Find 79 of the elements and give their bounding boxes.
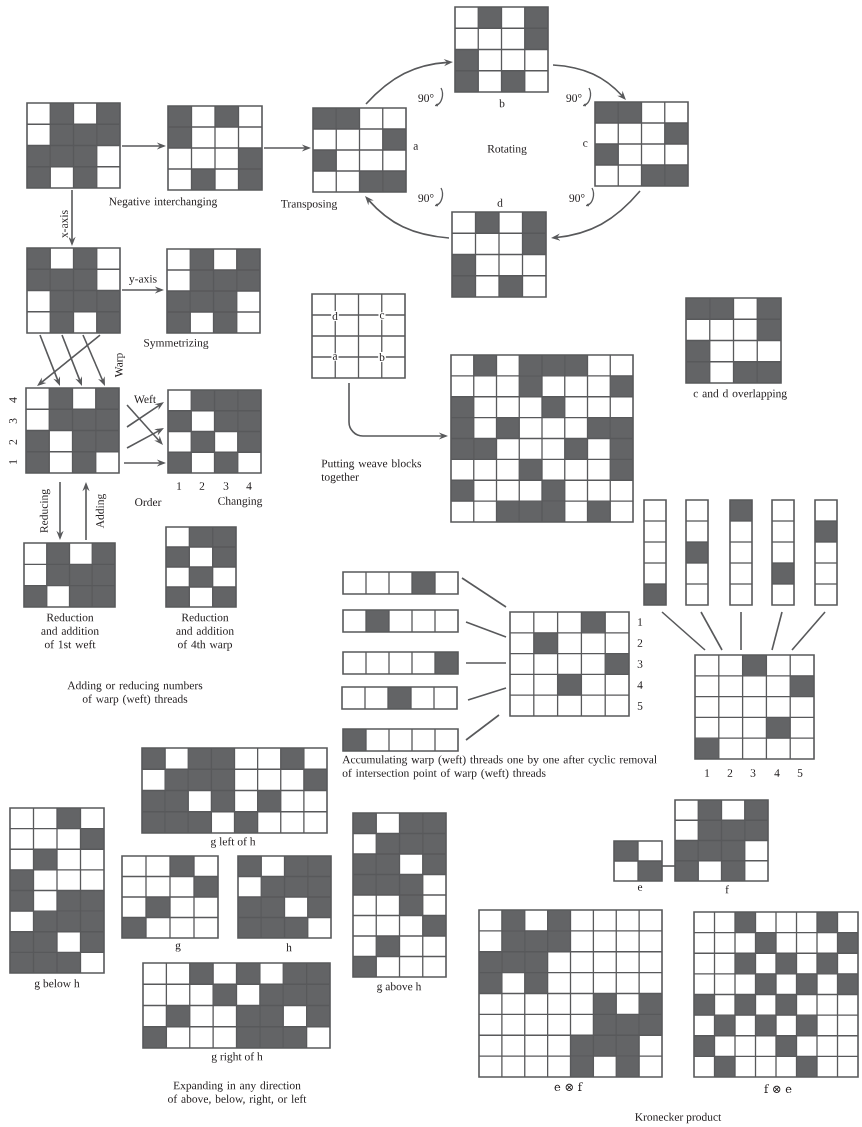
weave-grid	[166, 248, 261, 334]
grid-caption: g below h	[34, 979, 80, 990]
grid-caption: c and d overlapping	[693, 389, 787, 400]
weave-grid	[341, 686, 458, 710]
grid-caption: h	[286, 943, 292, 952]
weave-grid	[342, 609, 459, 633]
weave-grid	[771, 499, 795, 606]
edge-label: Reducing	[38, 487, 52, 535]
label-text: Adding or reducing numbers of warp (weft) threads	[67, 681, 203, 706]
arrow	[126, 404, 163, 445]
edge-label: Adding	[94, 492, 108, 530]
thread-number: 4	[774, 769, 780, 777]
thread-number: 2	[9, 439, 17, 445]
label-text: Rotating	[487, 144, 527, 156]
thread-number: 3	[750, 769, 756, 777]
label-text: Expanding in any direction of above, below, right, or left	[168, 1081, 307, 1106]
thread-number: 2	[727, 769, 733, 777]
grid-caption: Reduction and addition of 1st weft	[41, 613, 99, 649]
label-text: Accumulating warp (weft) threads one by one after cyclic removal of intersection point of warp (weft) threads	[342, 755, 657, 780]
thread-number: 5	[637, 702, 643, 710]
weave-grid	[450, 354, 634, 523]
thread-number: 1	[705, 769, 710, 777]
label-text: Transposing	[281, 199, 337, 211]
label-text: Symmetrizing	[144, 338, 209, 350]
weave-grid	[814, 499, 838, 606]
arrow	[37, 334, 101, 386]
weave-grid	[643, 499, 667, 606]
label-text: Changing	[218, 496, 263, 508]
thread-number: 3	[223, 482, 229, 490]
thread-number: 2	[199, 482, 205, 490]
weave-grid	[342, 728, 459, 752]
arrow	[126, 402, 164, 428]
weave-grid	[685, 499, 709, 606]
weave-grid	[342, 651, 459, 675]
quadrant-letter: a	[331, 353, 339, 361]
thread-number: 3	[9, 418, 17, 424]
label-text: Kronecker product	[635, 1112, 722, 1124]
thread-number: 4	[246, 482, 252, 490]
arrow	[365, 196, 450, 239]
label-text: 90°	[418, 194, 434, 202]
edge-label: y-axis	[127, 273, 159, 287]
grid-caption: Reduction and addition of 4th warp	[176, 613, 234, 651]
quadrant-letter: d	[331, 310, 339, 322]
thread-number: 1	[177, 482, 182, 490]
label-text: Warp	[115, 353, 125, 378]
edge-label: x-axis	[59, 208, 69, 240]
weave-grid	[26, 102, 121, 189]
thread-number: 5	[797, 769, 803, 777]
weave-grid	[342, 571, 459, 595]
grid-caption: g	[175, 943, 181, 952]
thread-number: 4	[9, 397, 17, 403]
thread-number: 1	[638, 618, 643, 626]
quadrant-letter: b	[378, 351, 386, 363]
label-text: 90°	[569, 194, 585, 202]
label-text: 90°	[418, 94, 434, 102]
thread-number: 1	[9, 459, 17, 464]
arrow	[552, 64, 626, 100]
weave-grid	[26, 247, 121, 334]
grid-caption: b	[499, 99, 505, 108]
grid-caption: a	[413, 144, 419, 150]
grid-caption: d	[497, 198, 503, 207]
grid-caption: g left of h	[210, 837, 256, 848]
label-text: Order	[135, 497, 162, 507]
grid-caption: g above h	[377, 982, 422, 993]
thread-number: 2	[637, 639, 643, 647]
label-text: Weft	[134, 394, 156, 404]
thread-number: 3	[637, 660, 643, 668]
grid-caption: e ⊗ f	[554, 1082, 583, 1092]
grid-caption: g right of h	[211, 1052, 263, 1063]
grid-caption: f ⊗ e	[764, 1084, 792, 1094]
grid-caption: e	[637, 885, 643, 891]
weave-grid	[729, 499, 753, 606]
grid-caption: f	[725, 885, 729, 894]
label-text: Putting weave blocks together	[321, 459, 422, 484]
quadrant-letter: c	[378, 312, 386, 320]
grid-caption: Negative interchanging	[109, 197, 218, 208]
grid-caption: c	[583, 141, 588, 147]
label-text: 90°	[566, 94, 582, 102]
thread-number: 4	[637, 681, 643, 689]
